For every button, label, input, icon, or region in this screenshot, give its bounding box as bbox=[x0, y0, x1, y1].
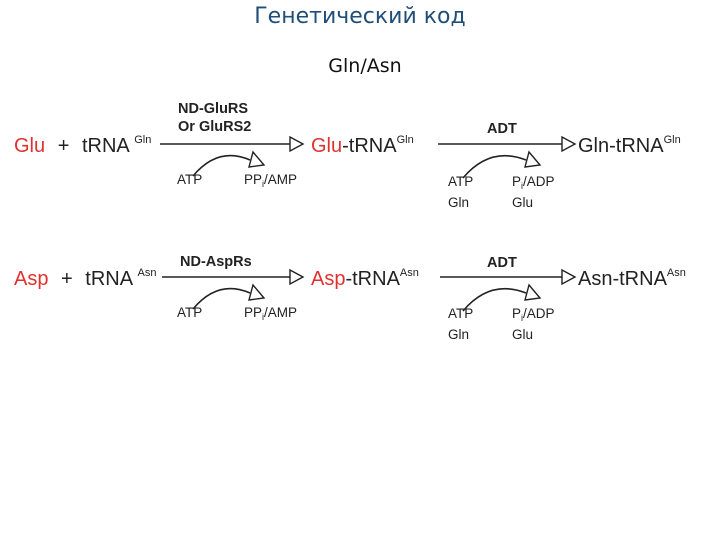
intermediate-glu-trna: Glu-tRNAGln bbox=[311, 134, 414, 157]
curved-arrow-icon bbox=[192, 154, 251, 177]
substrate-glu: Glu bbox=[14, 135, 45, 157]
arrowhead-icon bbox=[289, 135, 305, 153]
arrowhead-icon bbox=[561, 135, 577, 153]
product-asn-trna: Asn-tRNAAsn bbox=[578, 267, 686, 290]
enzyme-ndasprs: ND-AspRs bbox=[180, 254, 252, 270]
enzyme-ndglurs: ND-GluRS bbox=[178, 101, 248, 117]
cofactor-gln: Gln bbox=[448, 195, 469, 210]
svg-text:Asp + tRNA A: Asp + tRNA Asn bbox=[14, 267, 157, 290]
enzyme-adt: ADT bbox=[487, 121, 517, 137]
arrowhead-icon bbox=[289, 268, 305, 286]
arrowhead-icon bbox=[248, 150, 266, 168]
trna-superscript: Gln bbox=[134, 134, 151, 146]
cofactor-atp-2: ATP bbox=[448, 174, 473, 189]
arrowhead-icon bbox=[248, 283, 266, 301]
arrowhead-icon bbox=[524, 150, 542, 168]
cofactor-ppi-amp: PPi/AMP bbox=[244, 305, 297, 322]
enzyme-glurs2: Or GluRS2 bbox=[178, 119, 251, 135]
trna-label: tRNA bbox=[82, 135, 130, 157]
reaction-row-asn: Asp + tRNA Asn ND-AspRs ATP PPi/AMP Asp-… bbox=[14, 254, 686, 342]
reaction-row-gln: Glu + tRNA Gln ND-GluRS Or GluRS2 ATP PP… bbox=[14, 101, 681, 210]
svg-text:Glu + tRNA G: Glu + tRNA Gln bbox=[14, 134, 151, 157]
trna-superscript: Asn bbox=[138, 267, 157, 279]
plus-sign: + bbox=[61, 268, 73, 290]
curved-arrow-icon bbox=[462, 287, 527, 312]
arrowhead-icon bbox=[561, 268, 577, 286]
arrowhead-icon bbox=[524, 283, 542, 301]
page-title: Генетический код bbox=[254, 4, 466, 29]
product-gln-trna: Gln-tRNAGln bbox=[578, 134, 681, 157]
cofactor-glu: Glu bbox=[512, 195, 533, 210]
cofactor-pi-adp: Pi/ADP bbox=[512, 306, 555, 323]
substrate-asp: Asp bbox=[14, 268, 48, 290]
curved-arrow-icon bbox=[462, 154, 527, 179]
cofactor-pi-adp: Pi/ADP bbox=[512, 174, 555, 191]
curved-arrow-icon bbox=[192, 287, 251, 310]
trna-label: tRNA bbox=[85, 268, 133, 290]
cofactor-ppi-amp: PPi/AMP bbox=[244, 172, 297, 189]
cofactor-atp: ATP bbox=[177, 172, 202, 187]
page-subtitle: Gln/Asn bbox=[328, 55, 402, 77]
cofactor-atp-2: ATP bbox=[448, 306, 473, 321]
enzyme-adt: ADT bbox=[487, 255, 517, 271]
intermediate-asp-trna: Asp-tRNAAsn bbox=[311, 267, 419, 290]
cofactor-gln: Gln bbox=[448, 327, 469, 342]
plus-sign: + bbox=[58, 135, 70, 157]
cofactor-atp: ATP bbox=[177, 305, 202, 320]
cofactor-glu: Glu bbox=[512, 327, 533, 342]
